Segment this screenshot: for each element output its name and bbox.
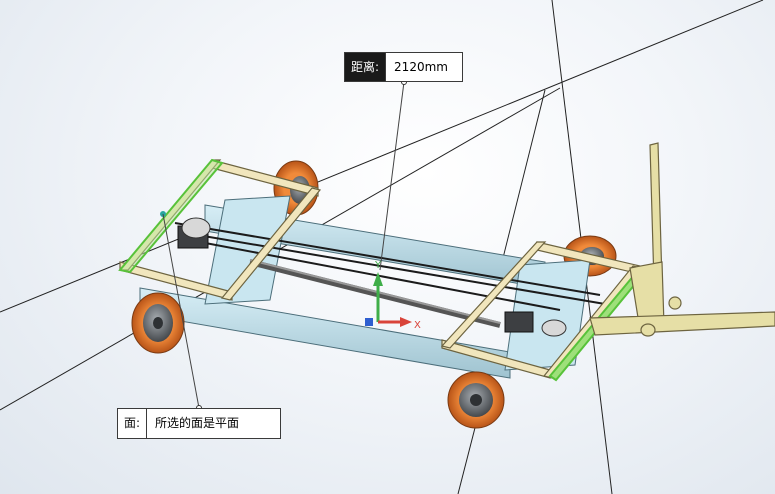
distance-callout[interactable]: 距离: 2120mm (344, 52, 463, 82)
motor-assembly (177, 217, 567, 337)
distance-value: 2120mm (385, 53, 456, 81)
face-value: 所选的面是平面 (146, 409, 247, 438)
x-axis-label: X (414, 320, 421, 331)
face-label: 面: (118, 409, 147, 438)
tow-bar[interactable] (589, 142, 775, 337)
callout-leaders (162, 81, 405, 409)
axle-shaft (249, 259, 501, 328)
distance-label: 距离: (345, 53, 386, 81)
wheel-front-right[interactable] (447, 371, 505, 429)
y-axis-label: Y (374, 260, 382, 271)
wheel-front-left[interactable] (131, 292, 185, 354)
face-callout[interactable]: 面: 所选的面是平面 (117, 408, 281, 439)
coordinate-triad: X Y (365, 260, 421, 331)
